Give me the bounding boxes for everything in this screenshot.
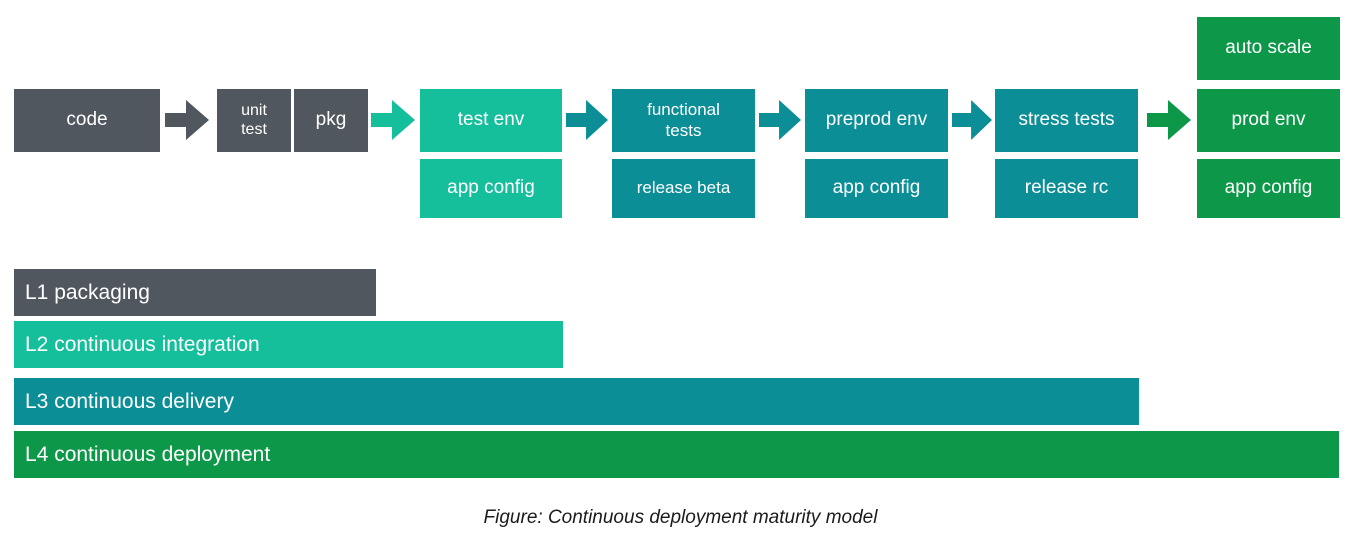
flow-box-unit-test-pkg-pkg: pkg [294, 89, 368, 152]
flow-box-code: code [14, 89, 160, 152]
flow-arrow-4-icon [952, 98, 992, 142]
flow-box-prod-env-label: prod env [1231, 109, 1306, 131]
flow-box-test-env-sub-label: app config [447, 177, 535, 199]
maturity-bar-l1-label: L1 packaging [25, 280, 150, 304]
flow-box-unit-test-pkg-unit-test-label: unit test [241, 101, 267, 138]
flow-box-stress-tests: stress tests [995, 89, 1138, 152]
flow-box-test-env: test env [420, 89, 562, 152]
flow-box-code-label: code [66, 109, 108, 131]
figure-caption: Figure: Continuous deployment maturity m… [483, 507, 878, 528]
maturity-bar-l3: L3 continuous delivery [14, 378, 1139, 425]
flow-box-functional-tests: functional tests [612, 89, 755, 152]
flow-box-preprod-env: preprod env [805, 89, 948, 152]
flow-box-unit-test-pkg-pkg-label: pkg [315, 109, 347, 131]
flow-box-test-env-label: test env [457, 109, 525, 131]
flow-box-unit-test-pkg-unit-test: unit test [217, 89, 291, 152]
flow-box-prod-env-top-label: auto scale [1225, 37, 1312, 59]
flow-box-prod-env-sub-label: app config [1224, 177, 1313, 199]
flow-box-functional-tests-label: functional tests [647, 100, 720, 140]
maturity-bar-l4-label: L4 continuous deployment [25, 442, 271, 466]
flow-box-preprod-env-sub-label: app config [832, 177, 921, 199]
flow-box-functional-tests-sub-label: release beta [636, 178, 731, 198]
flow-box-prod-env: prod env [1197, 89, 1340, 152]
flow-box-prod-env-sub: app config [1197, 159, 1340, 218]
flow-arrow-2-icon [566, 98, 608, 142]
flow-arrow-1-icon [371, 98, 415, 142]
flow-box-preprod-env-sub: app config [805, 159, 948, 218]
flow-box-stress-tests-sub-label: release rc [1024, 177, 1109, 199]
flow-arrow-5-icon [1147, 98, 1191, 142]
maturity-bar-l3-label: L3 continuous delivery [25, 389, 234, 413]
flow-box-stress-tests-sub: release rc [995, 159, 1138, 218]
flow-box-stress-tests-label: stress tests [1018, 109, 1115, 131]
flow-arrow-0-icon [165, 98, 209, 142]
maturity-bar-l2-label: L2 continuous integration [25, 332, 260, 356]
flow-box-test-env-sub: app config [420, 159, 562, 218]
flow-arrow-3-icon [759, 98, 801, 142]
flow-box-preprod-env-label: preprod env [825, 109, 928, 131]
flow-box-functional-tests-sub: release beta [612, 159, 755, 218]
maturity-bar-l1: L1 packaging [14, 269, 376, 316]
flow-box-prod-env-top: auto scale [1197, 17, 1340, 80]
maturity-bar-l2: L2 continuous integration [14, 321, 563, 368]
maturity-bar-l4: L4 continuous deployment [14, 431, 1339, 478]
